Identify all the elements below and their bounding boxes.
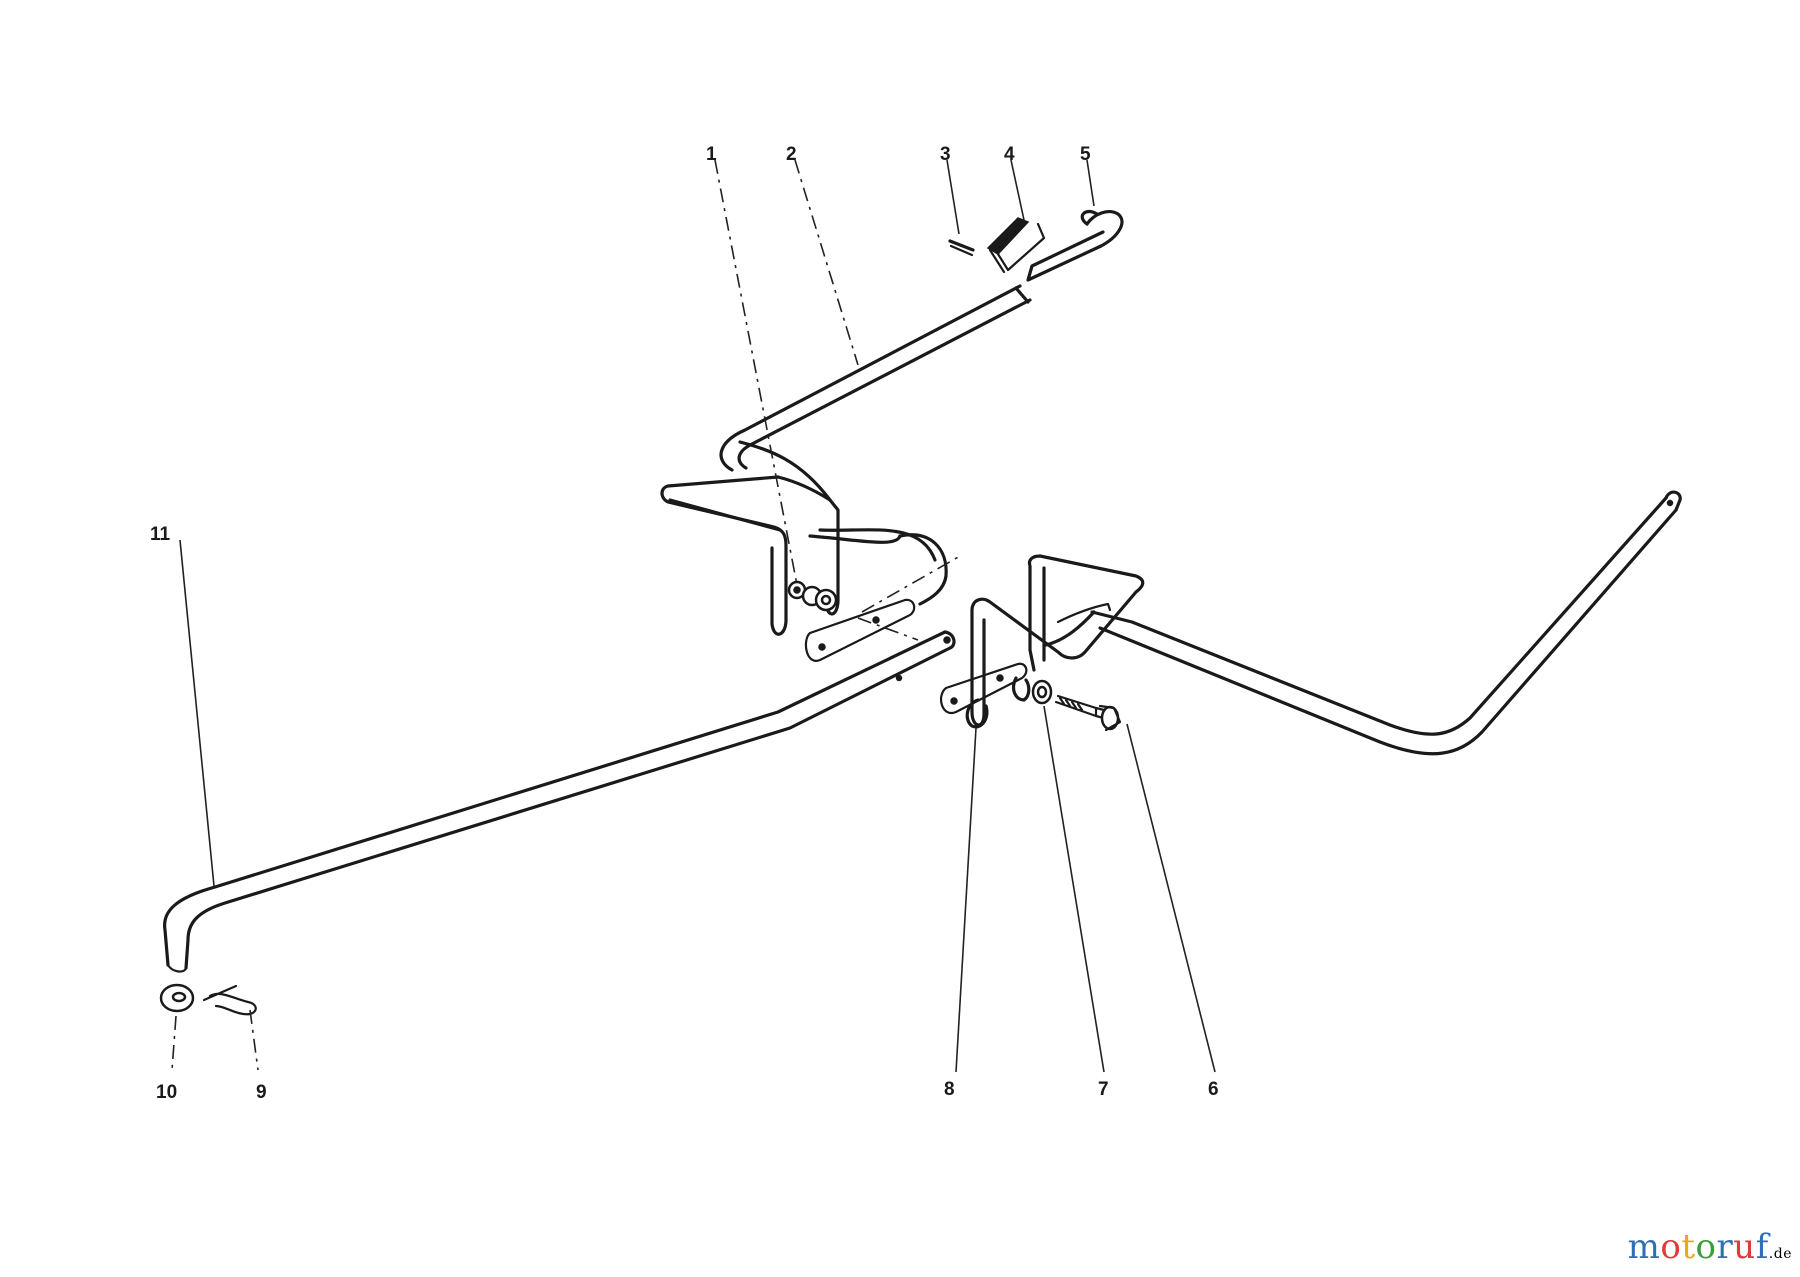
left-plate (804, 598, 916, 662)
callout-10: 10 (156, 1082, 177, 1103)
watermark-text: motoruf (1627, 1227, 1769, 1267)
watermark-suffix: .de (1768, 1246, 1792, 1262)
right-bracket (970, 554, 1145, 727)
callout-8: 8 (944, 1079, 955, 1100)
leader-lines (171, 159, 1216, 1073)
callout-4: 4 (1004, 144, 1015, 165)
washer-part-10 (159, 983, 195, 1013)
watermark-logo: motoruf.de (1628, 1227, 1792, 1267)
callout-2: 2 (786, 144, 797, 165)
callout-7: 7 (1098, 1079, 1109, 1100)
clip-part-4 (986, 217, 1046, 274)
callout-1: 1 (706, 144, 717, 165)
right-plate (939, 662, 1028, 715)
hairpin-part-9 (202, 984, 257, 1016)
callout-5: 5 (1080, 144, 1091, 165)
lower-rod-part-11 (163, 630, 956, 973)
washer-part-7 (1031, 679, 1053, 705)
callouts: 1 2 3 4 5 6 7 8 9 10 11 (150, 144, 1219, 1103)
bracket-part-1 (660, 440, 948, 636)
left-bracket-hardware (787, 580, 838, 612)
callout-3: 3 (940, 144, 951, 165)
callout-11: 11 (150, 524, 171, 545)
right-handle-rod (1090, 490, 1682, 756)
bolt-part-6 (1054, 694, 1122, 732)
bracket-loop-part-8 (965, 676, 1031, 729)
callout-6: 6 (1208, 1079, 1219, 1100)
upper-rod (719, 209, 1124, 472)
callout-9: 9 (256, 1082, 267, 1103)
pin-part-3 (948, 239, 975, 257)
